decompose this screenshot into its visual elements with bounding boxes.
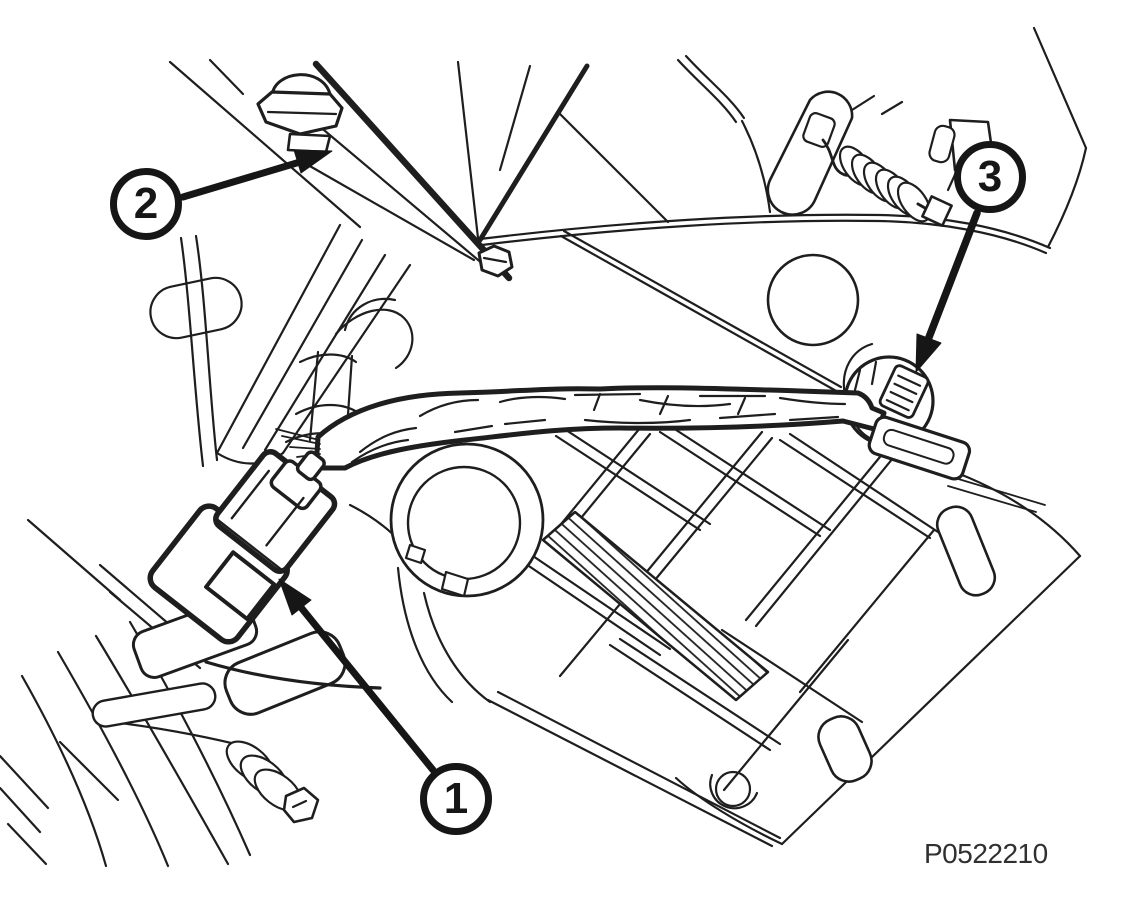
harness-connector — [147, 449, 338, 645]
upper-bolt — [256, 73, 344, 154]
callout-2-number: 2 — [133, 179, 159, 228]
right-panel — [674, 464, 1082, 846]
callout-3: 3 — [954, 141, 1026, 213]
steering-column — [149, 223, 427, 577]
pedal-bracket-truss — [486, 424, 940, 848]
overcenter-spring-assembly — [766, 90, 994, 227]
lower-casting — [0, 518, 382, 868]
background-frame-lines — [168, 26, 1088, 394]
wiring-harness — [275, 385, 887, 477]
callout-1: 1 — [420, 763, 492, 835]
callout-arrow-3 — [915, 209, 981, 373]
pedal-pivot — [389, 442, 545, 704]
callout-arrow-1 — [278, 578, 437, 774]
lower-bolt — [477, 244, 514, 278]
callout-1-number: 1 — [443, 774, 469, 823]
clutch-switch-connector — [867, 364, 1046, 513]
callout-2: 2 — [110, 168, 182, 240]
callout-3-number: 3 — [977, 152, 1003, 201]
figure-code-label: P0522210 — [924, 838, 1048, 869]
callout-arrows — [179, 149, 981, 774]
callout-arrow-2 — [179, 149, 333, 201]
coil-spring-large — [541, 510, 770, 702]
mounting-bracket-rail — [256, 60, 514, 282]
